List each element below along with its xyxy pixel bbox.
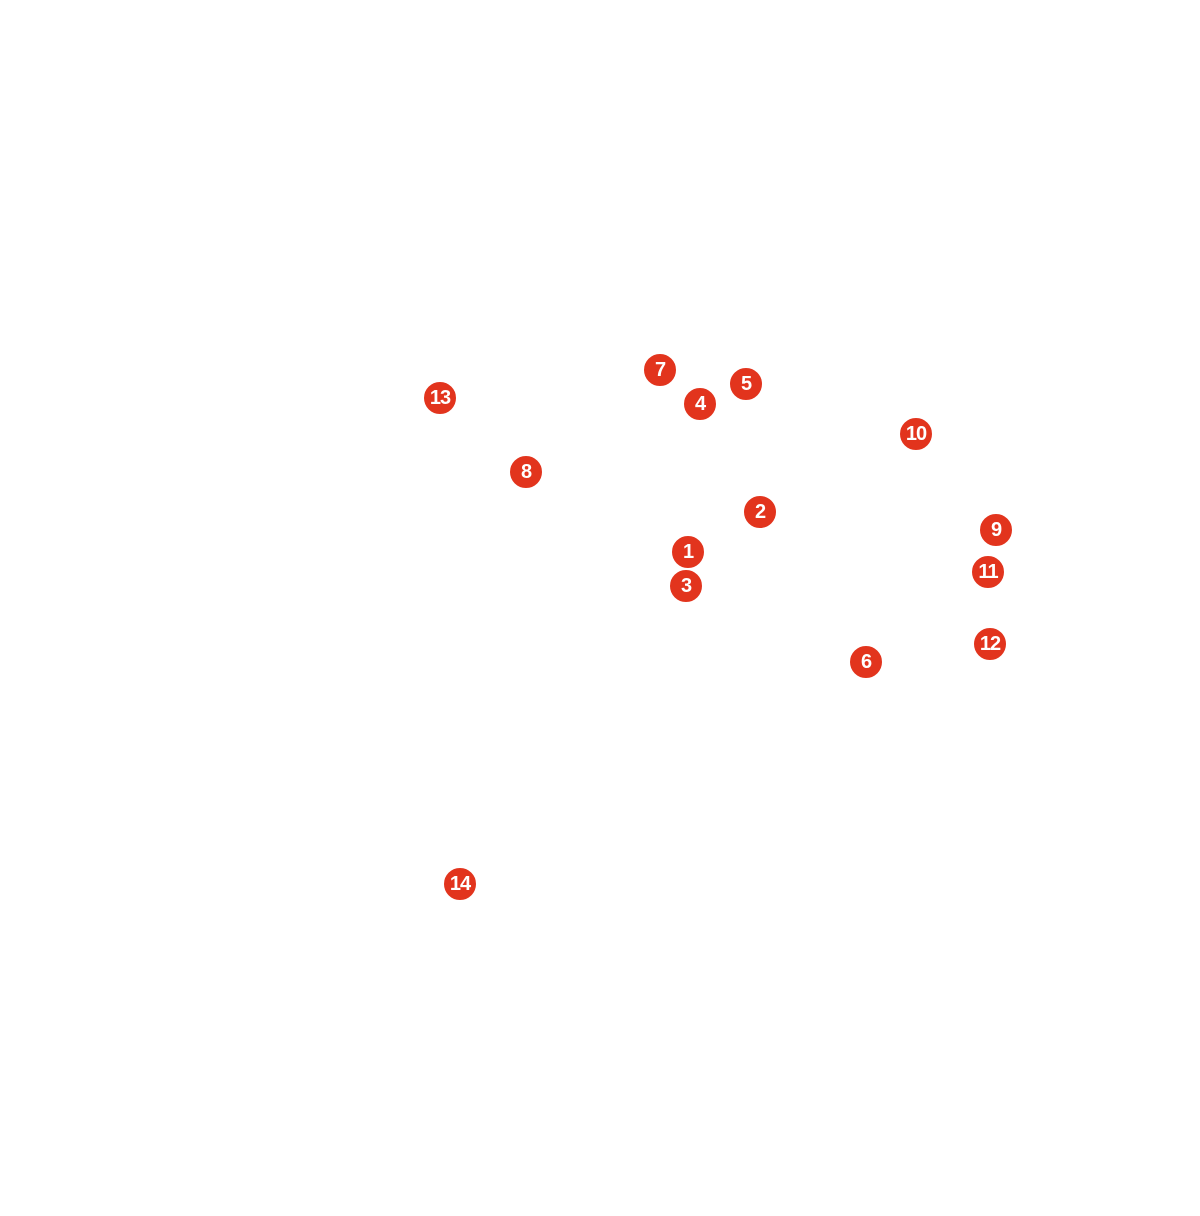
map-marker-9[interactable]: 9: [978, 512, 1014, 548]
marker-number: 3: [680, 575, 692, 597]
map-marker-2[interactable]: 2: [742, 494, 778, 530]
map-marker-1[interactable]: 1: [670, 534, 706, 570]
marker-number: 4: [694, 393, 706, 415]
map-marker-7[interactable]: 7: [642, 352, 678, 388]
marker-number: 2: [754, 501, 766, 523]
map-marker-10[interactable]: 10: [898, 416, 934, 452]
marker-number: 6: [860, 651, 872, 673]
marker-number: 8: [520, 461, 532, 483]
marker-number: 9: [990, 519, 1002, 541]
marker-number: 5: [740, 373, 752, 395]
marker-number: 7: [654, 359, 666, 381]
marker-number: 1: [682, 541, 694, 563]
map-marker-6[interactable]: 6: [848, 644, 884, 680]
marker-number: 10: [905, 423, 927, 445]
map-marker-4[interactable]: 4: [682, 386, 718, 422]
map-marker-3[interactable]: 3: [668, 568, 704, 604]
map-marker-8[interactable]: 8: [508, 454, 544, 490]
marker-number: 13: [429, 387, 451, 409]
map-marker-5[interactable]: 5: [728, 366, 764, 402]
map-marker-14[interactable]: 14: [442, 866, 478, 902]
marker-number: 14: [449, 873, 471, 895]
map-marker-12[interactable]: 12: [972, 626, 1008, 662]
marker-number: 12: [979, 633, 1001, 655]
map-marker-11[interactable]: 11: [970, 554, 1006, 590]
marker-number: 11: [978, 561, 998, 583]
map-marker-13[interactable]: 13: [422, 380, 458, 416]
